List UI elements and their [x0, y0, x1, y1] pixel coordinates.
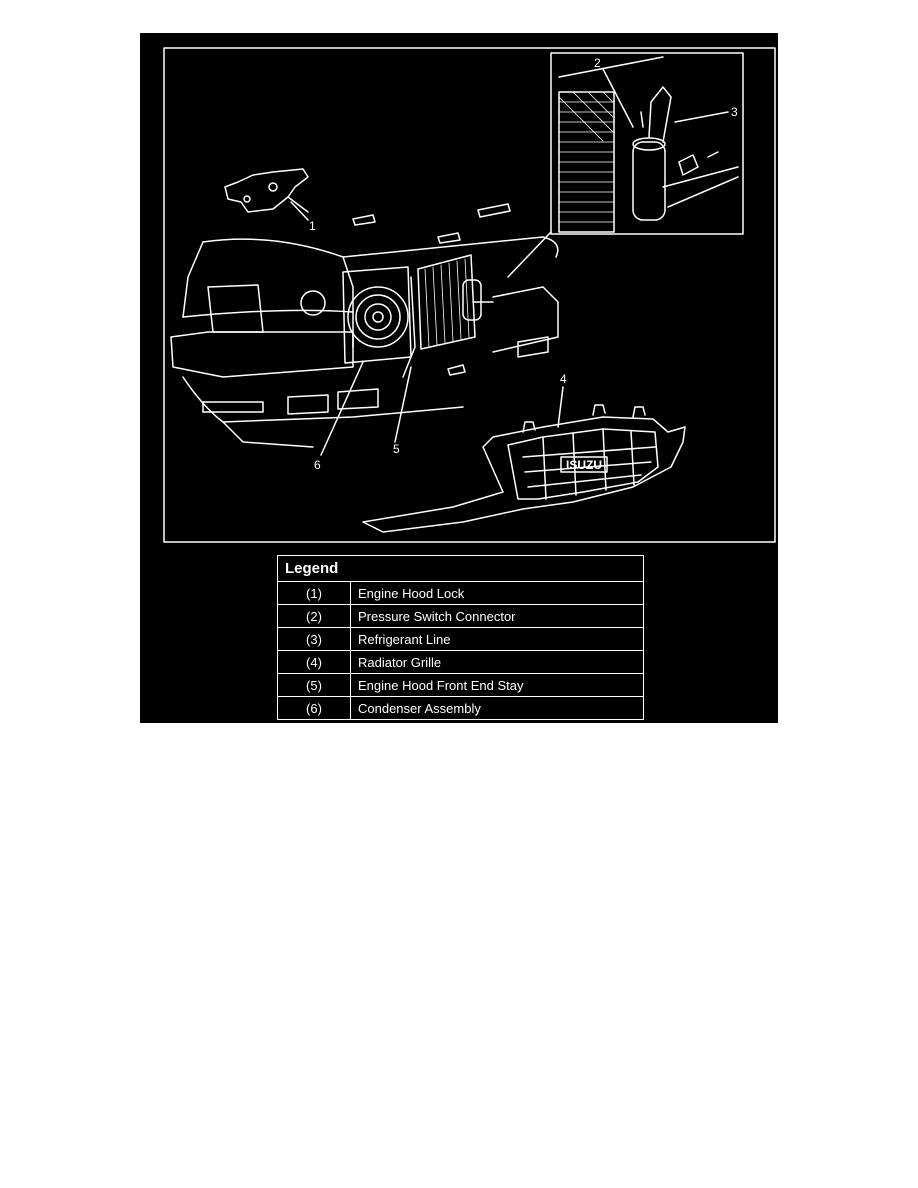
callout-4: 4 [560, 372, 567, 386]
legend-item-number: (4) [277, 650, 351, 674]
legend-item-description: Refrigerant Line [350, 627, 644, 651]
legend-row: (3) Refrigerant Line [277, 627, 644, 651]
legend-table: Legend (1) Engine Hood Lock (2) Pressure… [277, 555, 644, 720]
legend-item-number: (2) [277, 604, 351, 628]
legend-row: (2) Pressure Switch Connector [277, 604, 644, 628]
legend-row: (4) Radiator Grille [277, 650, 644, 674]
legend-item-number: (3) [277, 627, 351, 651]
legend-item-description: Pressure Switch Connector [350, 604, 644, 628]
legend-title: Legend [277, 555, 644, 582]
vehicle-front-body [170, 236, 559, 448]
callout-2: 2 [594, 56, 601, 70]
illustration-frame [163, 47, 776, 543]
legend-item-description: Radiator Grille [350, 650, 644, 674]
inset-detail [550, 52, 744, 235]
legend-item-number: (6) [277, 696, 351, 720]
callout-leaders [290, 68, 729, 456]
callout-labels: 1 2 3 4 5 6 ISUZU [309, 56, 738, 472]
exploded-view-illustration: 1 2 3 4 5 6 ISUZU [163, 47, 776, 543]
hood-lock-part [224, 168, 309, 213]
callout-5: 5 [393, 442, 400, 456]
callout-1: 1 [309, 219, 316, 233]
legend-item-description: Engine Hood Front End Stay [350, 673, 644, 697]
legend-row: (6) Condenser Assembly [277, 696, 644, 720]
condenser-core [417, 254, 482, 350]
grille-badge-text: ISUZU [566, 458, 602, 472]
bolt-parts [352, 203, 511, 376]
isuzu-badge [560, 456, 608, 473]
callout-3: 3 [731, 105, 738, 119]
inset-leader-line [507, 231, 552, 278]
legend-item-description: Engine Hood Lock [350, 581, 644, 605]
legend-item-number: (5) [277, 673, 351, 697]
legend-header-row: Legend [277, 555, 644, 582]
legend-row: (5) Engine Hood Front End Stay [277, 673, 644, 697]
legend-item-number: (1) [277, 581, 351, 605]
front-end-stay-part [402, 276, 416, 378]
callout-6: 6 [314, 458, 321, 472]
legend-row: (1) Engine Hood Lock [277, 581, 644, 605]
legend-item-description: Condenser Assembly [350, 696, 644, 720]
radiator-grille-part [362, 404, 686, 533]
